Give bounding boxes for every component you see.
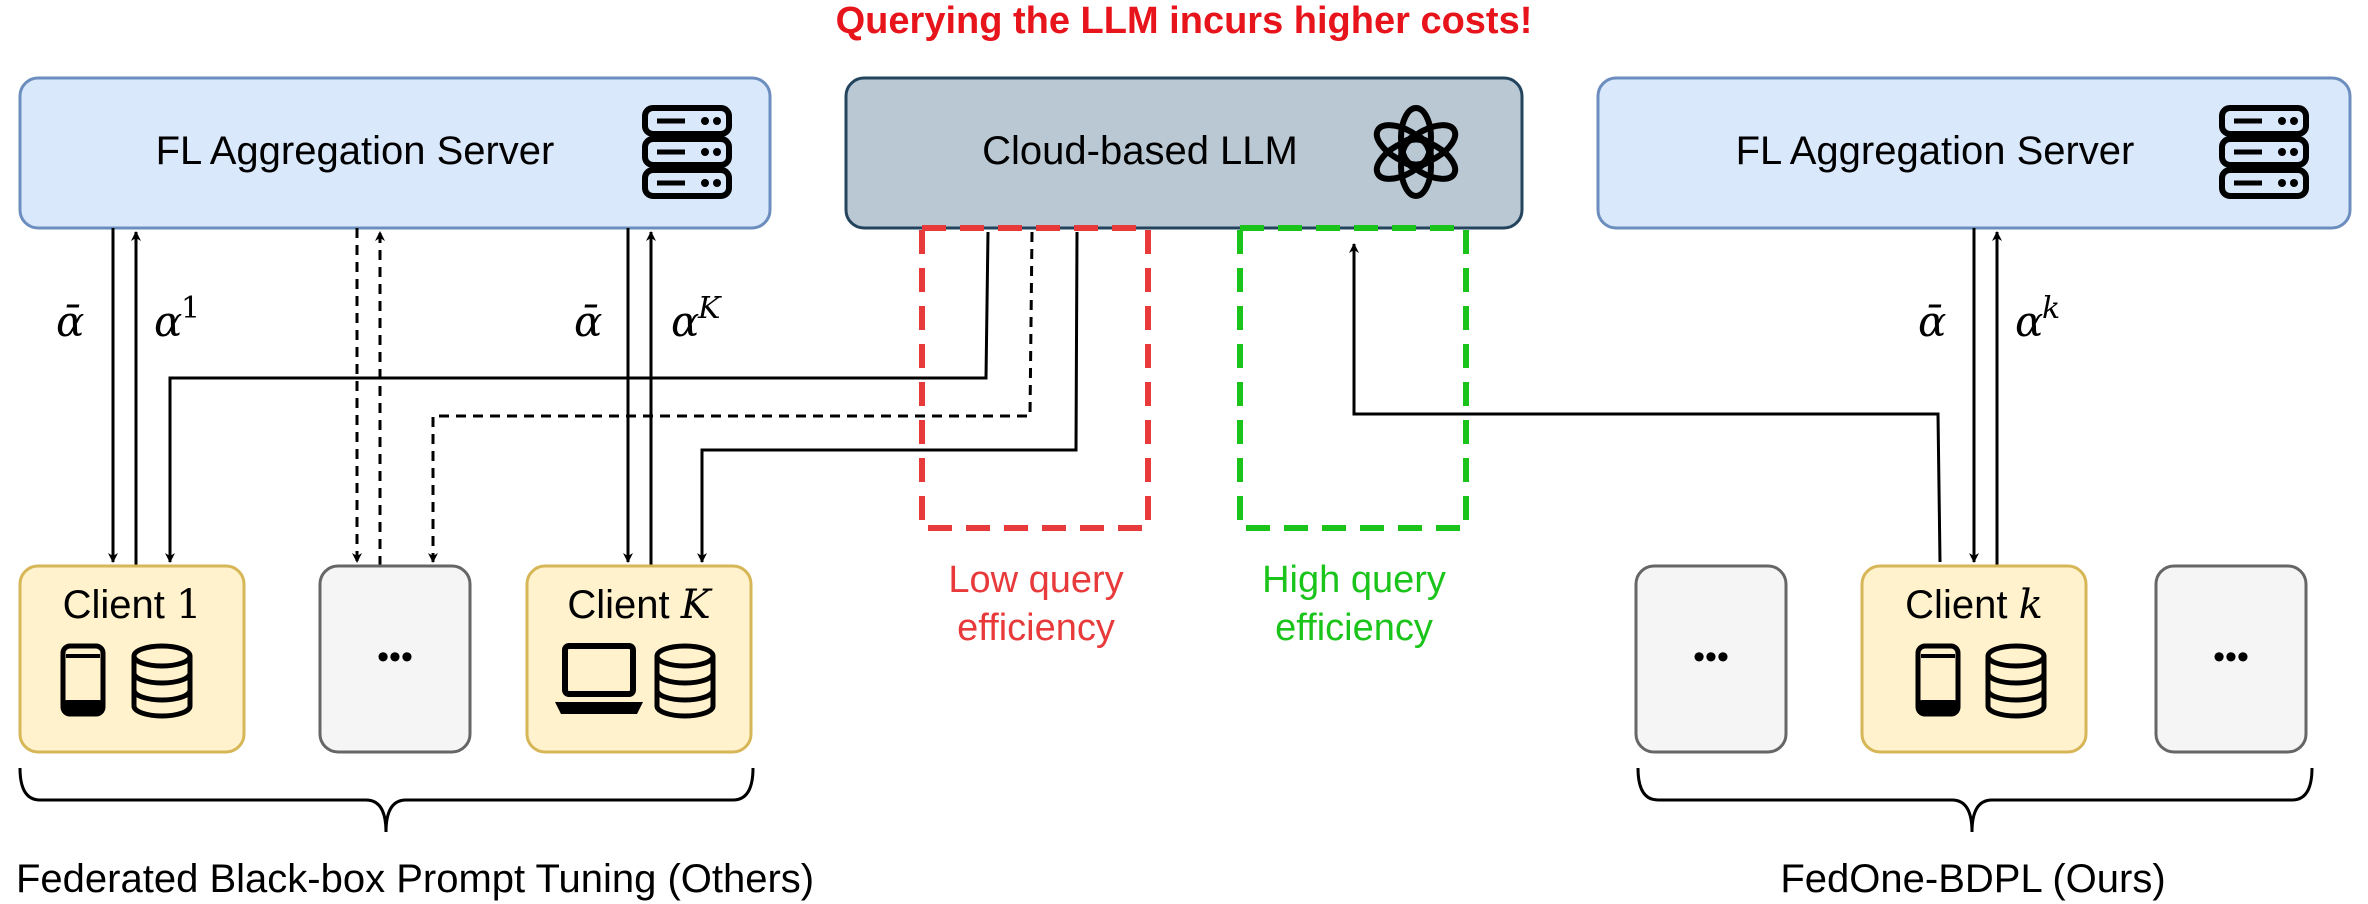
client-k-label: Client	[1905, 583, 2018, 627]
ellipsis-client-right-1: •••	[1634, 564, 1788, 754]
fl-server-left: FL Aggregation Server	[18, 76, 772, 230]
brace-left	[18, 767, 755, 833]
alpha-sup-K: K	[697, 291, 722, 326]
database-icon	[131, 643, 193, 719]
phone-icon	[60, 643, 106, 717]
group-label-left: Federated Black-box Prompt Tuning (Other…	[16, 857, 814, 901]
cloud-llm-label: Cloud-based LLM	[982, 129, 1298, 173]
alpha-bar-label: ᾱ	[574, 297, 602, 346]
right-system-arrows	[1349, 228, 2002, 566]
alpha-bar-label: ᾱ	[1918, 297, 1946, 346]
fl-server-left-label: FL Aggregation Server	[156, 129, 555, 173]
client-1-box: Client 1	[18, 564, 246, 754]
server-icon	[642, 105, 732, 199]
alpha-label: α	[154, 297, 182, 346]
client-K-box: Client K	[525, 564, 753, 754]
brace-right	[1636, 767, 2314, 833]
client-1-index: 1	[176, 582, 201, 628]
client-1-label: Client	[63, 583, 176, 627]
ellipsis-label: •••	[2213, 638, 2249, 676]
client-k-box: Client k	[1860, 564, 2088, 754]
ellipsis-label: •••	[1693, 638, 1729, 676]
alpha-label: α	[671, 297, 699, 346]
client-K-label: Client	[567, 583, 680, 627]
phone-icon	[1915, 643, 1961, 717]
client-K-index: K	[680, 582, 713, 628]
arrow-llm-clientk	[1349, 243, 1942, 563]
high-efficiency-label-1: High query	[1262, 559, 1446, 601]
client-k-index: k	[2019, 582, 2043, 628]
fl-server-right: FL Aggregation Server	[1596, 76, 2352, 230]
arrow-llm-client1	[165, 231, 990, 563]
laptop-icon	[555, 643, 643, 714]
database-icon	[654, 643, 716, 719]
high-efficiency-label-2: efficiency	[1275, 607, 1433, 649]
low-efficiency-label-2: efficiency	[957, 607, 1115, 649]
fl-server-right-label: FL Aggregation Server	[1736, 129, 2135, 173]
svg-text:Client k: Client k	[1905, 582, 2043, 628]
diagram-title: Querying the LLM incurs higher costs!	[836, 0, 1533, 42]
arrow-llm-ellipsis	[428, 231, 1034, 563]
group-label-right: FedOne-BDPL (Ours)	[1780, 857, 2165, 901]
cloud-llm-box: Cloud-based LLM	[844, 76, 1524, 230]
server-icon	[2219, 105, 2309, 199]
alpha-bar-label: ᾱ	[56, 297, 84, 346]
edge-labels: ᾱ α 1 ᾱ α K ᾱ α k	[56, 291, 2060, 346]
alpha-sup-k: k	[2042, 291, 2060, 326]
openai-logo-icon	[1373, 105, 1459, 199]
left-system-arrows	[108, 228, 1079, 566]
low-efficiency-label-1: Low query	[948, 559, 1123, 601]
svg-text:Client K: Client K	[567, 582, 712, 628]
arrow-llm-clientK	[697, 231, 1079, 563]
ellipsis-client-left: •••	[318, 564, 472, 754]
ellipsis-label: •••	[377, 638, 413, 676]
alpha-label: α	[2015, 297, 2043, 346]
alpha-sup-1: 1	[181, 291, 200, 326]
database-icon	[1985, 643, 2047, 719]
ellipsis-client-right-2: •••	[2154, 564, 2308, 754]
svg-text:Client 1: Client 1	[63, 582, 202, 628]
